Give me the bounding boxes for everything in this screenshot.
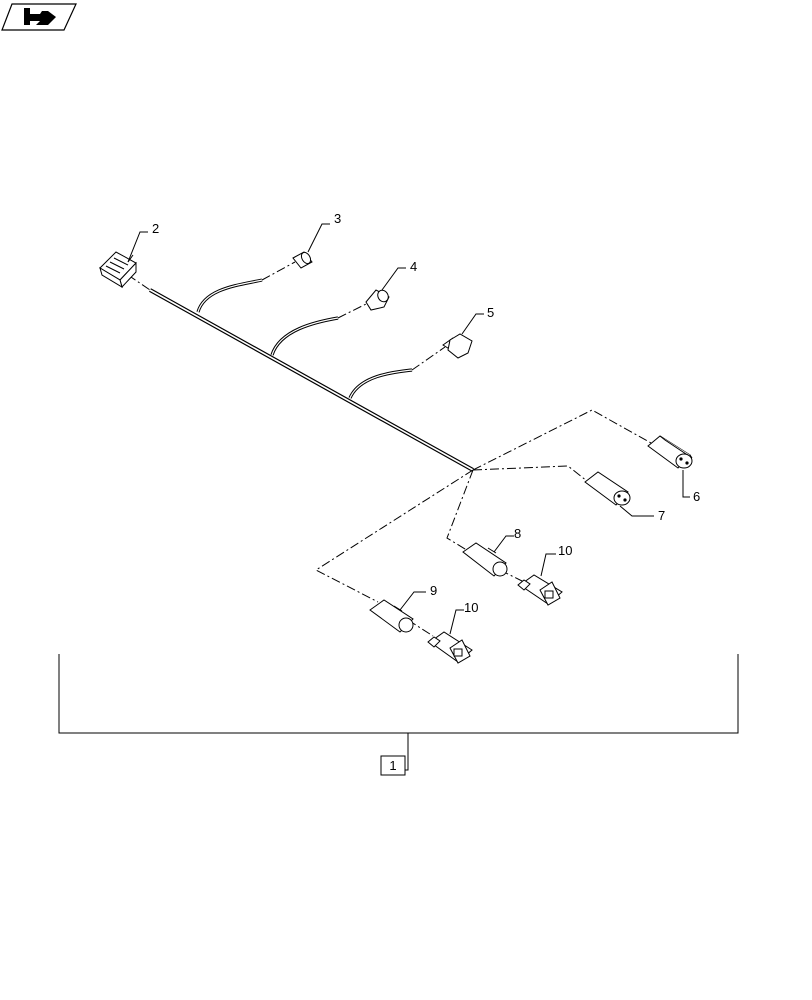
leader-lines [127, 223, 690, 635]
callout-10-lower: 10 [464, 600, 478, 615]
callout-10-upper: 10 [558, 543, 572, 558]
callout-7: 7 [658, 508, 665, 523]
callout-3: 3 [334, 211, 341, 226]
callout-9: 9 [430, 583, 437, 598]
harness-branches [196, 278, 413, 399]
centerline-connections [127, 261, 661, 637]
connector-10-upper[interactable] [517, 574, 563, 606]
kit-bracket [58, 654, 739, 771]
callout-6: 6 [693, 489, 700, 504]
connector-6[interactable] [647, 435, 693, 469]
connector-10-lower[interactable] [427, 631, 473, 664]
navigation-arrow-icon[interactable] [1, 3, 77, 31]
callout-2: 2 [152, 221, 159, 236]
connector-8[interactable] [462, 542, 508, 577]
connector-5[interactable] [442, 333, 473, 359]
connector-9[interactable] [369, 599, 414, 633]
callout-1: 1 [389, 758, 396, 773]
callout-5: 5 [487, 305, 494, 320]
connector-3[interactable] [292, 251, 313, 269]
callout-1-box [380, 755, 406, 776]
callout-8: 8 [514, 526, 521, 541]
harness-trunk [149, 288, 474, 472]
connector-7[interactable] [584, 471, 631, 506]
connector-4[interactable] [365, 288, 390, 311]
callout-4: 4 [410, 259, 417, 274]
connector-2[interactable] [99, 251, 137, 289]
